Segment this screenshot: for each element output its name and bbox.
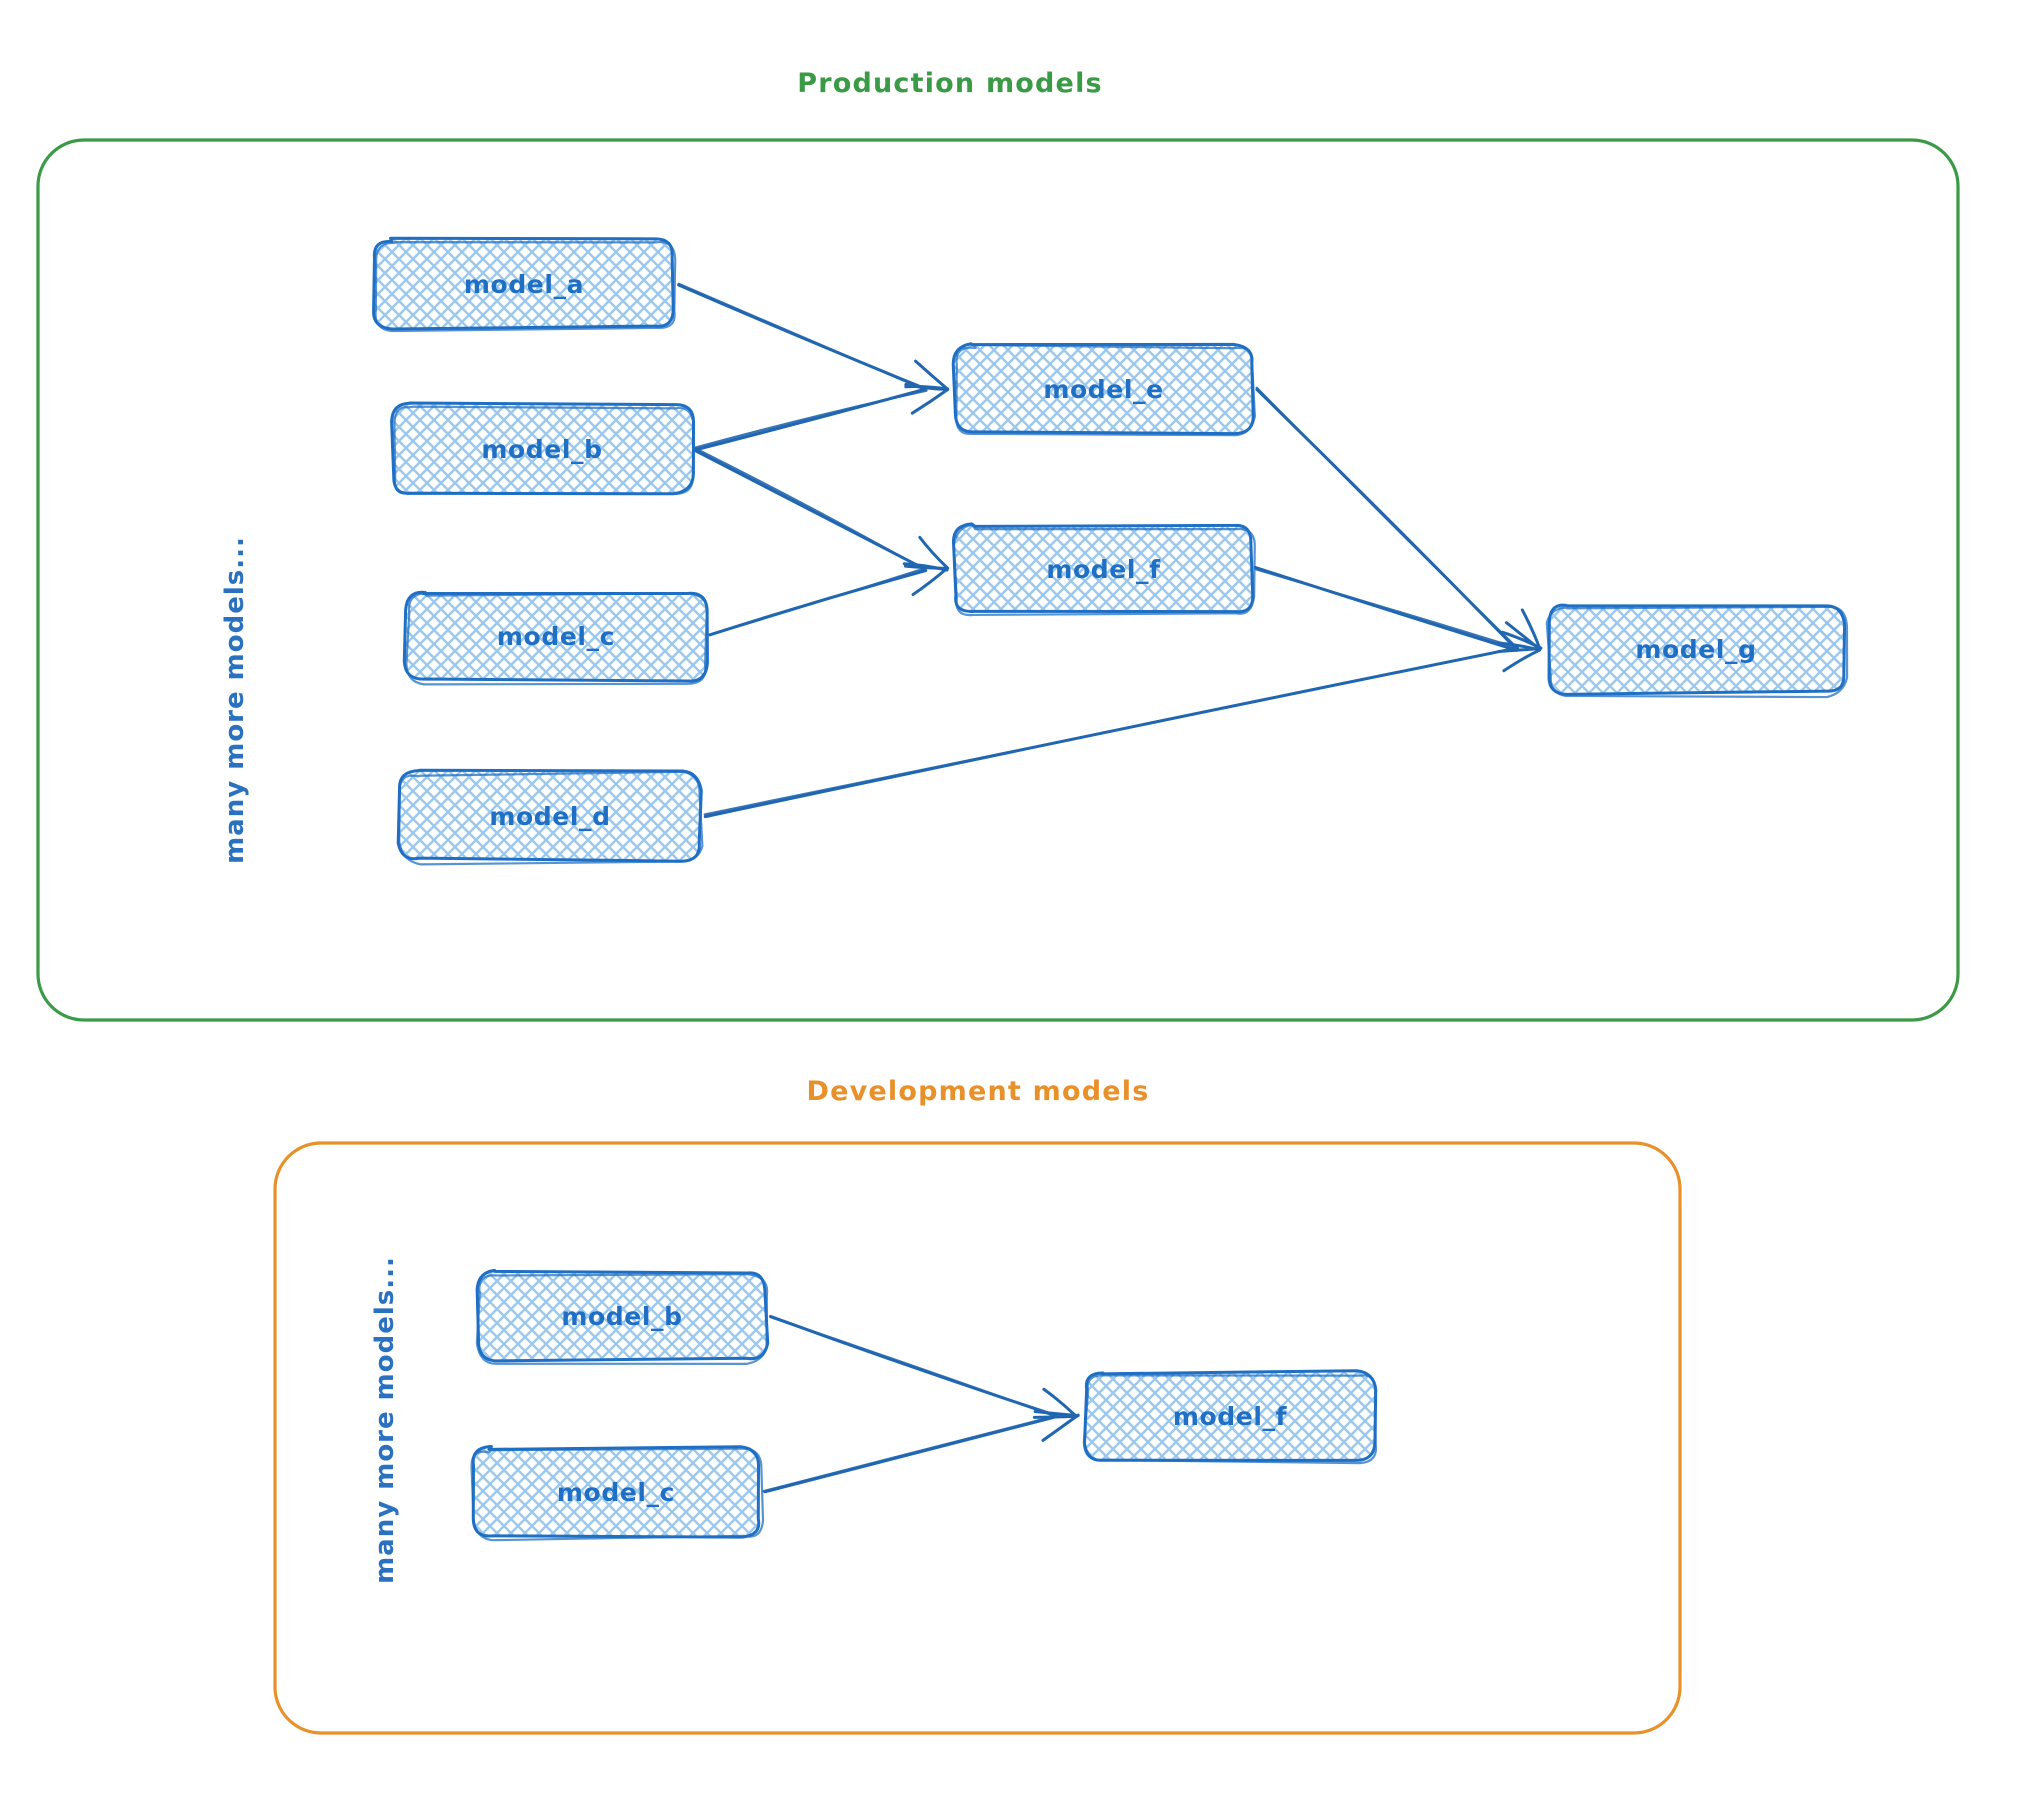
node-label-dev_model_f: model_f <box>1173 1402 1288 1431</box>
node-dev_model_f[interactable]: model_f <box>1082 1369 1378 1465</box>
node-outline-2 <box>374 240 677 333</box>
node-outline <box>951 522 1255 614</box>
edge-shaft <box>1255 386 1521 652</box>
node-label-model_d: model_d <box>489 802 610 831</box>
node-model_g[interactable]: model_g <box>1545 603 1849 699</box>
node-fill <box>1549 605 1845 695</box>
node-fill <box>1084 1370 1376 1461</box>
edge-shaft <box>677 282 927 392</box>
group-border-production <box>36 138 1960 1022</box>
edge-shaft <box>708 567 928 637</box>
node-outline-2 <box>475 1273 769 1365</box>
node-outline-2 <box>398 770 704 866</box>
node-outline-2 <box>952 524 1256 617</box>
edge-dev_model_c-to-dev_model_f <box>762 1409 1080 1494</box>
node-label-model_g: model_g <box>1635 635 1756 664</box>
edge-shaft <box>762 1414 1057 1494</box>
node-label-model_f: model_f <box>1046 555 1161 584</box>
node-fill <box>473 1446 759 1538</box>
node-outline-2 <box>955 343 1256 437</box>
edge-model_a-to-model_e <box>677 282 950 392</box>
side-label-production: many more models... <box>220 536 250 864</box>
group-production: Production models many more models... mode… <box>36 68 1960 1022</box>
edge-model_b-to-model_f <box>693 447 950 572</box>
node-fill <box>404 592 708 682</box>
edge-shaft <box>703 646 1519 819</box>
edge-model_e-to-model_g <box>1255 386 1543 652</box>
node-fill <box>477 1270 768 1361</box>
node-outline-2 <box>405 592 709 686</box>
node-outline-2 <box>393 405 695 495</box>
node-model_f[interactable]: model_f <box>951 522 1256 617</box>
node-dev_model_b[interactable]: model_b <box>475 1268 770 1365</box>
edge-model_d-to-model_g <box>703 641 1542 819</box>
edge-model_c-to-model_f <box>708 564 949 637</box>
side-label-development: many more models... <box>370 1256 400 1584</box>
group-border-development <box>273 1141 1682 1735</box>
node-label-model_a: model_a <box>464 270 584 299</box>
node-fill <box>373 238 674 330</box>
group-development: Development models many more models... mod… <box>273 1076 1682 1735</box>
edge-model_b-to-model_e <box>693 383 950 452</box>
node-label-model_e: model_e <box>1043 375 1163 404</box>
edge-shaft <box>769 1314 1058 1418</box>
node-outline-2 <box>470 1447 765 1542</box>
node-fill <box>391 403 694 494</box>
node-label-model_c: model_c <box>497 622 615 651</box>
node-label-dev_model_b: model_b <box>561 1302 682 1331</box>
edge-dev_model_b-to-dev_model_f <box>769 1314 1078 1419</box>
node-label-model_b: model_b <box>481 435 602 464</box>
node-model_c[interactable]: model_c <box>402 590 709 686</box>
node-fill <box>953 343 1254 434</box>
node-outline-2 <box>1082 1374 1378 1465</box>
edge-shaft <box>1253 565 1519 652</box>
node-outline-2 <box>1545 605 1849 699</box>
node-model_d[interactable]: model_d <box>396 768 704 866</box>
node-model_b[interactable]: model_b <box>390 401 695 496</box>
node-model_e[interactable]: model_e <box>951 342 1256 437</box>
edge-model_f-to-model_g <box>1253 565 1542 654</box>
group-title-development: Development models <box>807 1076 1150 1107</box>
node-fill <box>953 523 1253 612</box>
node-dev_model_c[interactable]: model_c <box>470 1445 765 1542</box>
node-fill <box>398 770 702 862</box>
edge-shaft <box>693 387 928 452</box>
node-model_a[interactable]: model_a <box>372 236 677 333</box>
node-label-dev_model_c: model_c <box>557 1478 675 1507</box>
group-title-production: Production models <box>797 68 1103 99</box>
edge-shaft <box>693 447 927 572</box>
